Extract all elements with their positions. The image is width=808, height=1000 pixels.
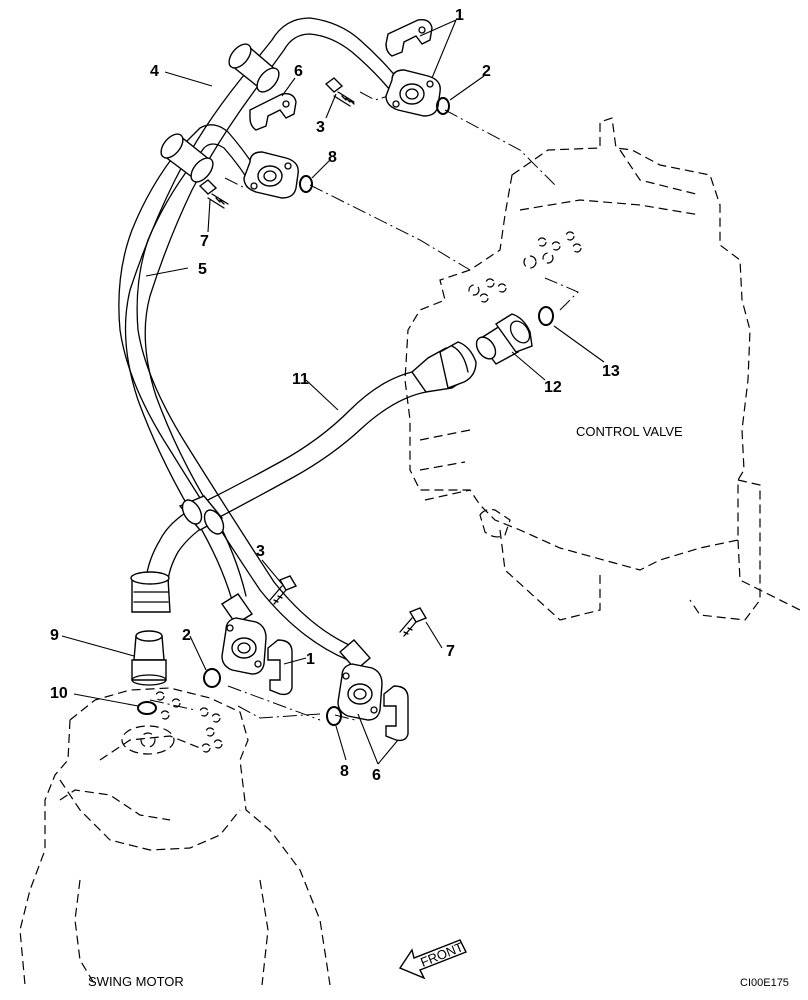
hose-5: [118, 124, 357, 661]
bolt-7-top: [198, 179, 229, 209]
flange-top-lower: [243, 151, 299, 199]
clamp-1-top: [385, 18, 433, 57]
swing-motor-label: SWING MOTOR: [88, 974, 184, 989]
hose-4: [124, 17, 406, 601]
adapter-12: [475, 313, 533, 365]
front-arrow: FRONT: [398, 939, 467, 980]
swing-motor-outline: [19, 687, 331, 986]
bolt-3-bottom: [269, 575, 298, 605]
callout-13: 13: [602, 363, 620, 380]
flange-bottom-left: [221, 593, 267, 675]
callout-12: 12: [544, 379, 562, 396]
leader-lines: [61, 19, 605, 765]
callout-2-bottom: 2: [182, 627, 191, 644]
callout-6-top: 6: [294, 63, 303, 80]
control-valve-label: CONTROL VALVE: [576, 424, 683, 439]
oring-2-bottom: [203, 668, 221, 688]
callout-10: 10: [50, 685, 68, 702]
callout-7-bottom: 7: [446, 643, 455, 660]
bolt-7-bottom: [399, 607, 428, 637]
oring-2-top: [436, 97, 450, 115]
callout-1-bottom: 1: [306, 651, 315, 668]
flange-bottom-right: [337, 639, 383, 721]
oring-8-top: [299, 175, 313, 193]
callout-1-top: 1: [455, 7, 464, 24]
oring-10: [137, 701, 157, 715]
callout-3-top: 3: [316, 119, 325, 136]
callout-9: 9: [50, 627, 59, 644]
callout-8-bottom: 8: [340, 763, 349, 780]
callout-11: 11: [292, 371, 309, 388]
callout-7-top: 7: [200, 233, 209, 250]
figure-code: CI00E175: [740, 977, 789, 989]
control-valve-outline: [404, 117, 801, 621]
callout-3-bottom: 3: [256, 543, 265, 560]
callout-4: 4: [150, 63, 159, 80]
adapter-9: [131, 630, 167, 686]
flange-top-upper: [385, 69, 441, 117]
front-label: FRONT: [418, 939, 465, 970]
callout-5: 5: [198, 261, 207, 278]
clamp-1-bottom: [267, 639, 293, 696]
clamp-6-top: [249, 92, 297, 131]
bolt-3-top: [324, 77, 355, 107]
oring-13: [538, 306, 554, 326]
callout-8-top: 8: [328, 149, 337, 166]
callout-6-bottom: 6: [372, 767, 381, 784]
clamp-6-bottom: [383, 685, 409, 742]
callout-2-top: 2: [482, 63, 491, 80]
oring-8-bottom: [326, 706, 342, 726]
pipe-11: [130, 341, 477, 613]
